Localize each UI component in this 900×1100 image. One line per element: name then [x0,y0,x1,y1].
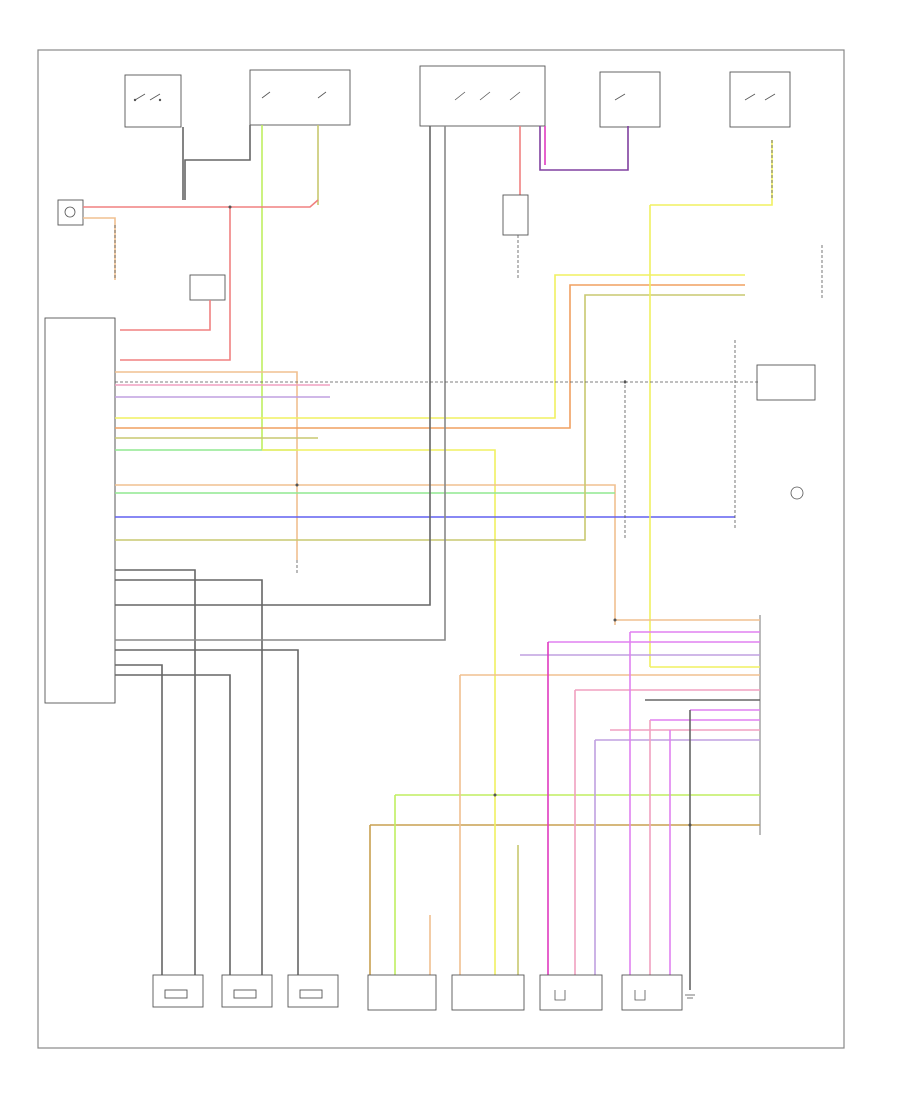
bottom-component-5 [451,974,525,1011]
motor-icon-2 [221,974,273,1008]
top-left-switch [124,74,184,200]
top-switch-4 [599,71,661,128]
ground-icon [685,994,695,999]
motor-icon-3 [287,974,339,1008]
left-control-module [44,317,116,704]
left-relay [189,274,226,301]
bottom-component-6 [539,974,603,1011]
top-center-switch [419,65,546,195]
top-right-switch [729,71,791,128]
center-relay [502,194,529,236]
left-sensor [57,199,84,226]
sensor-icon [790,486,804,500]
junction-dots [228,205,692,827]
diagram-frame [37,49,845,1049]
bottom-component-7 [621,974,683,1011]
motor-icon [152,974,204,1008]
top-switch-2 [249,69,351,450]
bottom-component-4 [367,974,437,1011]
right-module-1 [756,364,816,401]
